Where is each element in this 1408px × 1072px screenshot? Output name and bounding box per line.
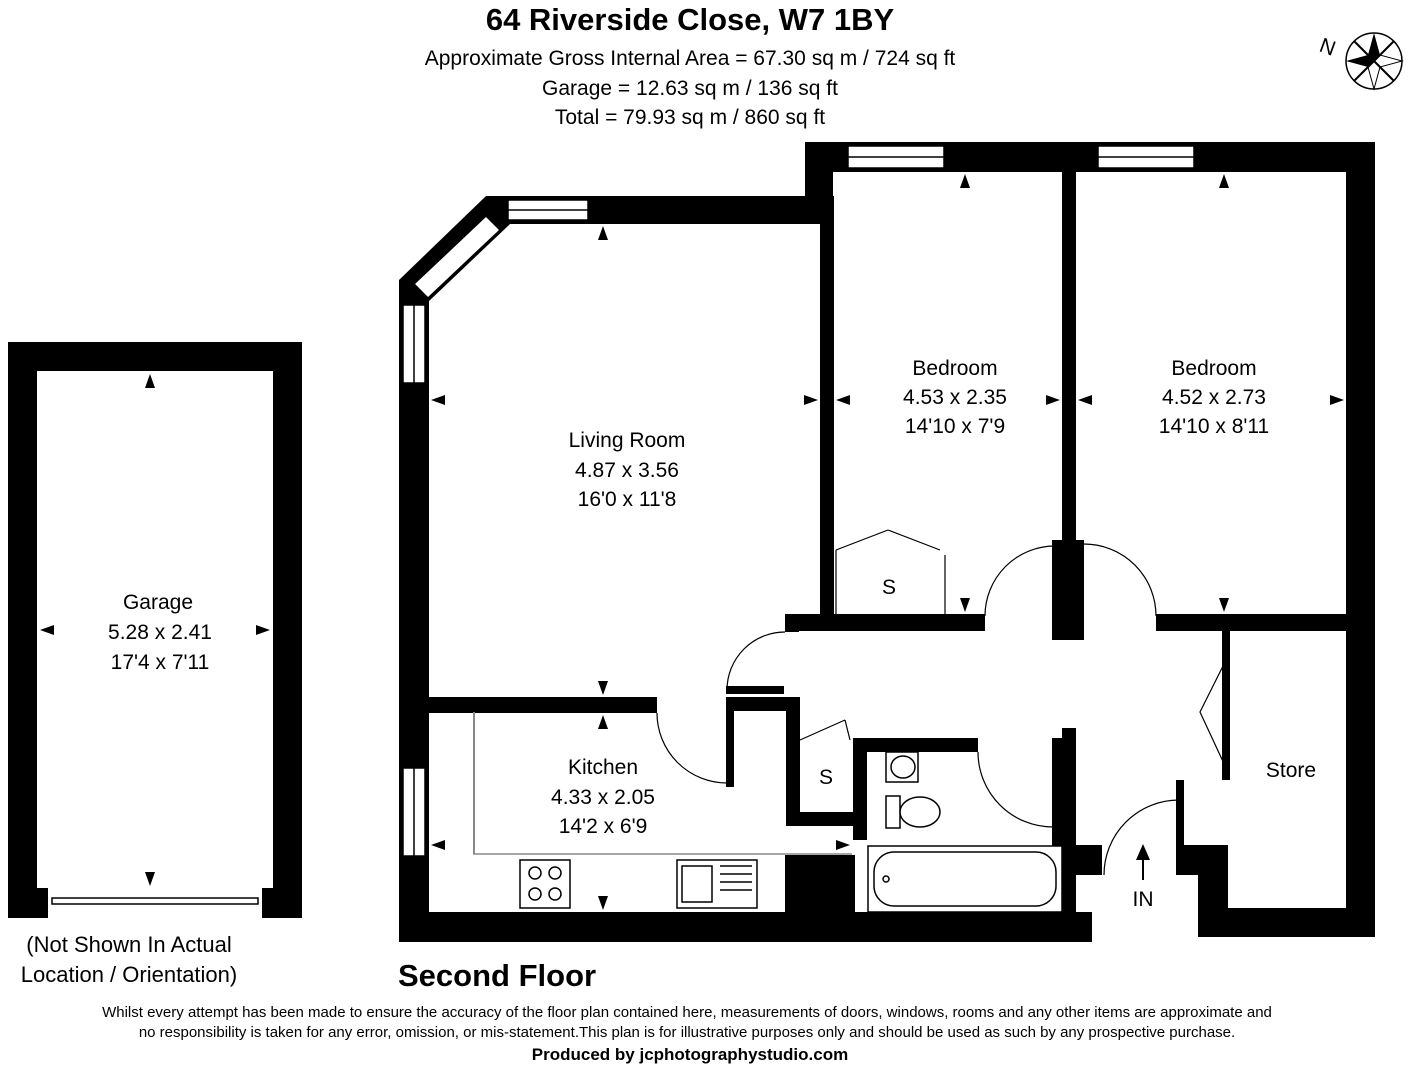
hob-icon bbox=[519, 859, 571, 909]
garage-area-line: Garage = 12.63 sq m / 136 sq ft bbox=[542, 77, 838, 100]
kitchen-counter-edge bbox=[473, 712, 475, 854]
living-room-label: Living Room bbox=[569, 429, 686, 452]
bedroom-2-metric: 4.52 x 2.73 bbox=[1162, 386, 1266, 409]
disclaimer-line-1: Whilst every attempt has been made to en… bbox=[102, 1004, 1272, 1021]
living-room-metric: 4.87 x 3.56 bbox=[575, 459, 679, 482]
gross-area-line: Approximate Gross Internal Area = 67.30 … bbox=[424, 47, 956, 70]
cupboard-1-label: S bbox=[882, 576, 896, 599]
sink-icon bbox=[676, 859, 758, 909]
entrance-label: IN bbox=[1133, 888, 1154, 911]
door-swings bbox=[656, 529, 1227, 876]
store-label: Store bbox=[1266, 759, 1316, 782]
garage-imperial: 17'4 x 7'11 bbox=[111, 651, 210, 674]
toilet-icon bbox=[885, 795, 941, 829]
basin-icon bbox=[885, 751, 919, 783]
entrance-arrow-icon bbox=[1136, 844, 1150, 880]
windows bbox=[402, 145, 1195, 857]
garage-metric: 5.28 x 2.41 bbox=[108, 621, 212, 644]
bedroom-1-imperial: 14'10 x 7'9 bbox=[905, 415, 1005, 438]
garage-note-line-2: Location / Orientation) bbox=[20, 962, 238, 987]
total-area-line: Total = 79.93 sq m / 860 sq ft bbox=[554, 106, 826, 129]
kitchen-imperial: 14'2 x 6'9 bbox=[559, 815, 648, 838]
garage-door bbox=[51, 897, 259, 905]
dimension-arrows bbox=[431, 174, 1344, 910]
bedroom-2-imperial: 14'10 x 8'11 bbox=[1159, 415, 1269, 438]
disclaimer-line-2: no responsibility is taken for any error… bbox=[138, 1024, 1236, 1041]
garage-walls bbox=[8, 342, 302, 918]
compass-rose-icon bbox=[1345, 32, 1404, 91]
kitchen-label: Kitchen bbox=[568, 756, 638, 779]
kitchen-metric: 4.33 x 2.05 bbox=[551, 786, 655, 809]
bath-icon bbox=[867, 845, 1063, 913]
bedroom-1-metric: 4.53 x 2.35 bbox=[903, 386, 1007, 409]
garage-note-line-1: (Not Shown In Actual bbox=[26, 932, 232, 957]
garage-label: Garage bbox=[123, 591, 193, 614]
bedroom-1-label: Bedroom bbox=[912, 357, 997, 380]
compass-north-label: N bbox=[1316, 34, 1338, 61]
cupboard-2-label: S bbox=[819, 766, 833, 789]
floor-label: Second Floor bbox=[398, 958, 597, 993]
plan-title: 64 Riverside Close, W7 1BY bbox=[485, 2, 895, 37]
garage-dimension-arrows bbox=[40, 374, 270, 886]
credit-line: Produced by jcphotographystudio.com bbox=[531, 1045, 849, 1064]
living-room-imperial: 16'0 x 11'8 bbox=[578, 488, 677, 511]
bedroom-2-label: Bedroom bbox=[1171, 357, 1256, 380]
flat-walls bbox=[399, 142, 1375, 942]
